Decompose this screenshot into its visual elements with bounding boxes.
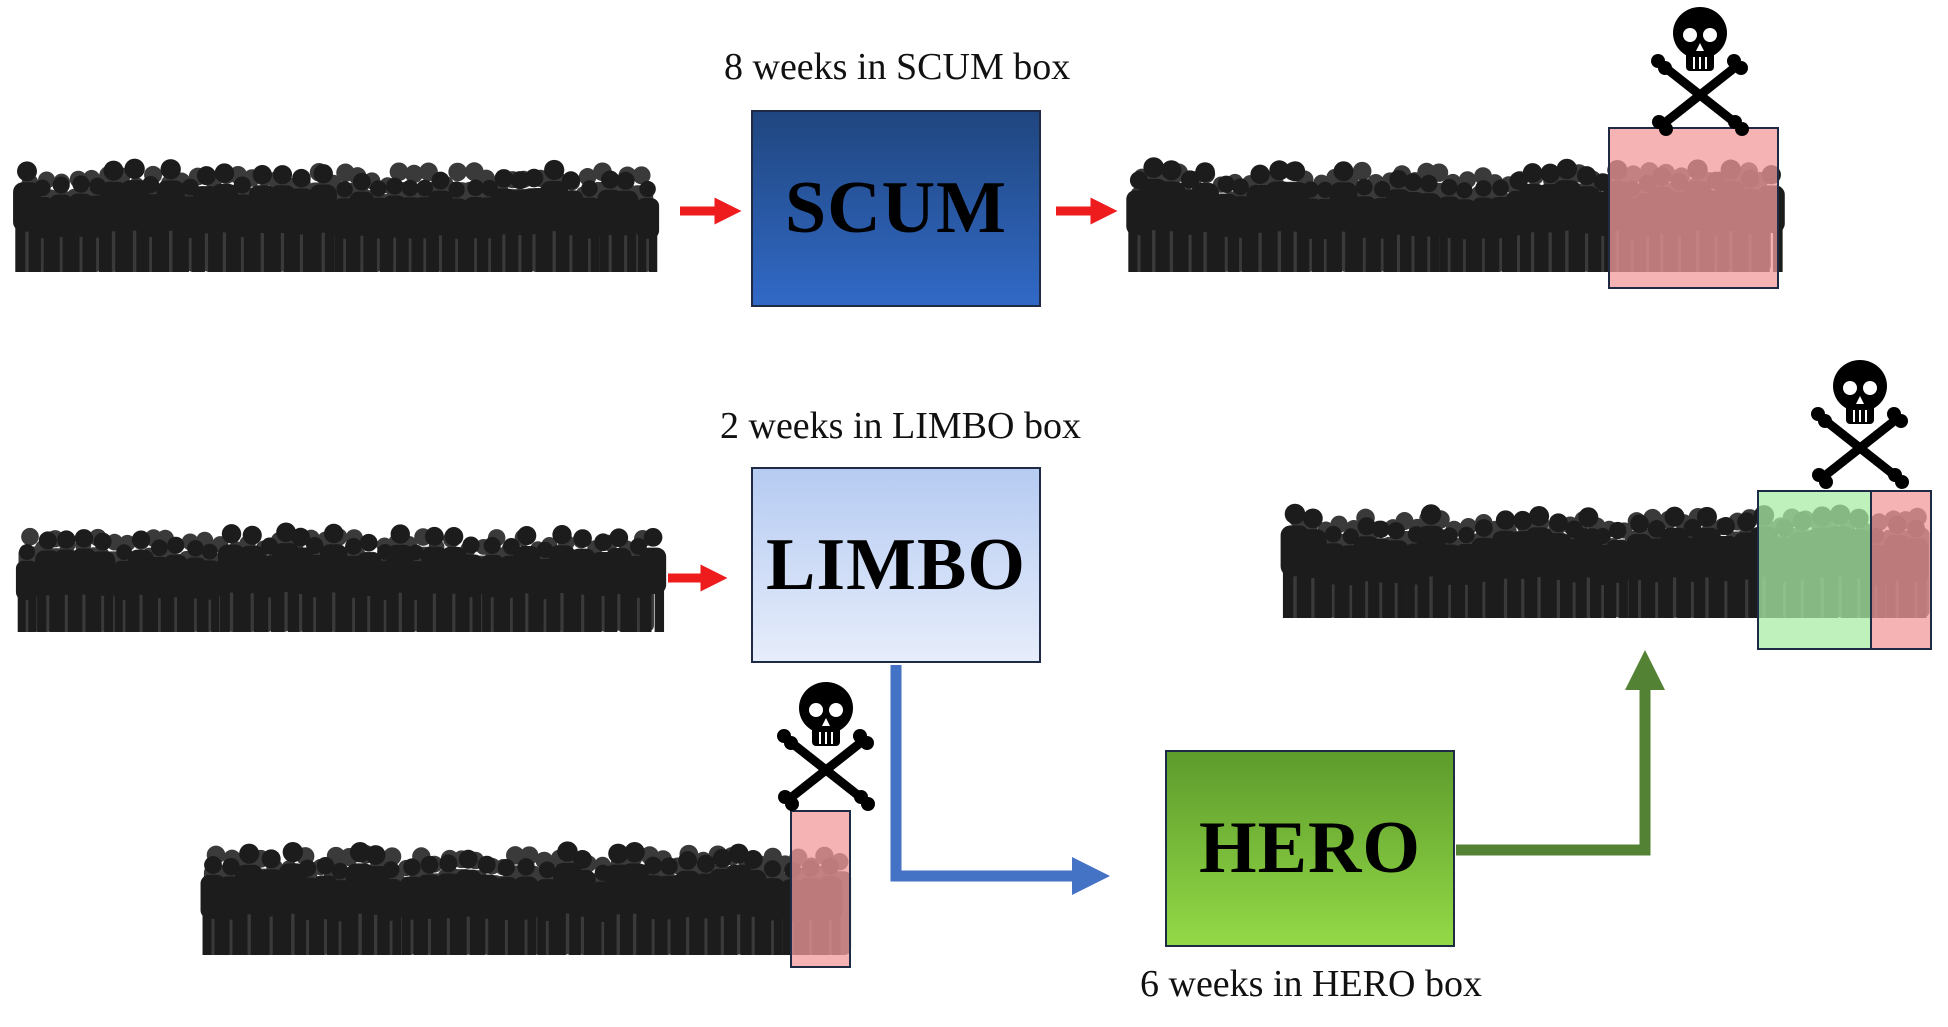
hero-highlight — [1757, 490, 1872, 650]
crowd-silhouette — [13, 158, 660, 272]
green-elbow-arrow — [1456, 650, 1665, 856]
skull-crossbones-icon — [1651, 7, 1749, 136]
hero-box: HERO — [1165, 750, 1455, 947]
crowd-silhouette — [200, 841, 852, 955]
hero-caption: 6 weeks in HERO box — [1140, 963, 1482, 1005]
scum-box: SCUM — [751, 110, 1041, 307]
skull-layer — [777, 7, 1909, 811]
scum-caption: 8 weeks in SCUM box — [724, 46, 1071, 88]
skull-crossbones-icon — [1811, 360, 1909, 489]
removed-highlight-bottom — [790, 810, 851, 968]
removed-highlight-right — [1870, 490, 1932, 650]
skull-crossbones-icon — [777, 682, 875, 811]
hero-box-label: HERO — [1199, 807, 1421, 889]
removed-highlight-top — [1608, 127, 1779, 289]
limbo-box: LIMBO — [751, 467, 1041, 663]
scum-box-label: SCUM — [785, 167, 1007, 249]
limbo-box-label: LIMBO — [766, 523, 1026, 606]
crowd-silhouette — [15, 522, 667, 632]
limbo-caption: 2 weeks in LIMBO box — [720, 405, 1081, 447]
blue-elbow-arrow — [890, 665, 1110, 895]
